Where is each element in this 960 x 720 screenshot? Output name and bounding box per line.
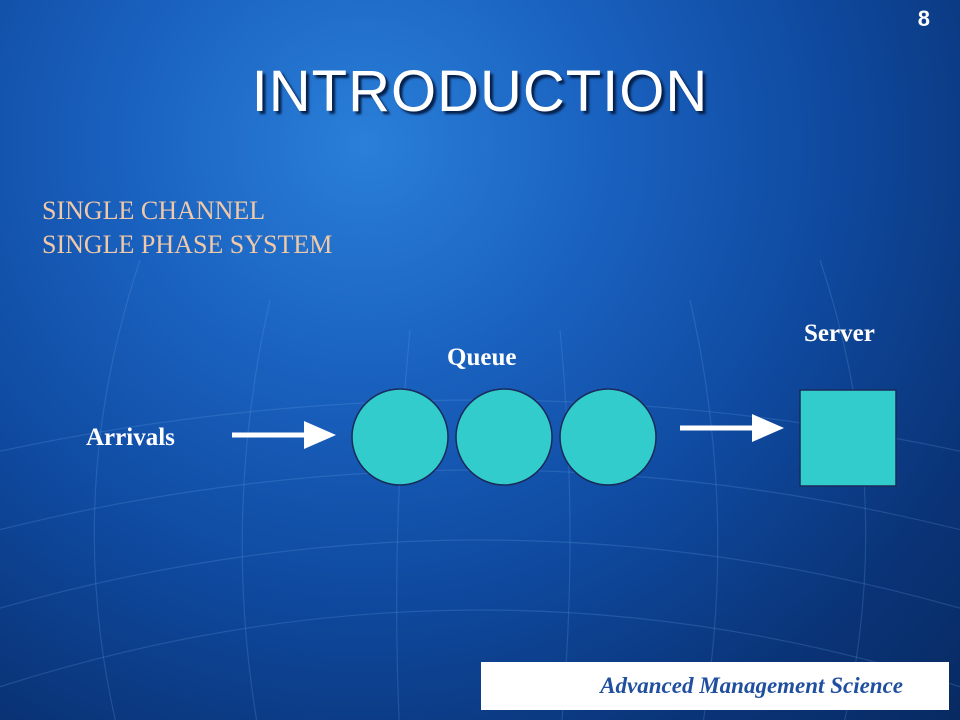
server-box (799, 389, 897, 487)
queue-label: Queue (447, 344, 517, 371)
subtitle: SINGLE CHANNEL SINGLE PHASE SYSTEM (42, 194, 332, 262)
queue-customer-1 (351, 388, 449, 486)
footer-text: Advanced Management Science (600, 673, 903, 698)
slide-number: 8 (917, 6, 930, 31)
service-arrow (680, 414, 784, 442)
queue-customer-3 (559, 388, 657, 486)
arrivals-label: Arrivals (86, 424, 175, 451)
slide-title: INTRODUCTION (251, 59, 709, 124)
subtitle-line-1: SINGLE CHANNEL (42, 196, 266, 225)
server-label: Server (804, 320, 875, 347)
queue-customer-2 (455, 388, 553, 486)
subtitle-line-2: SINGLE PHASE SYSTEM (42, 230, 333, 259)
footer-banner: Advanced Management Science (481, 662, 949, 710)
arrival-arrow (232, 421, 336, 449)
